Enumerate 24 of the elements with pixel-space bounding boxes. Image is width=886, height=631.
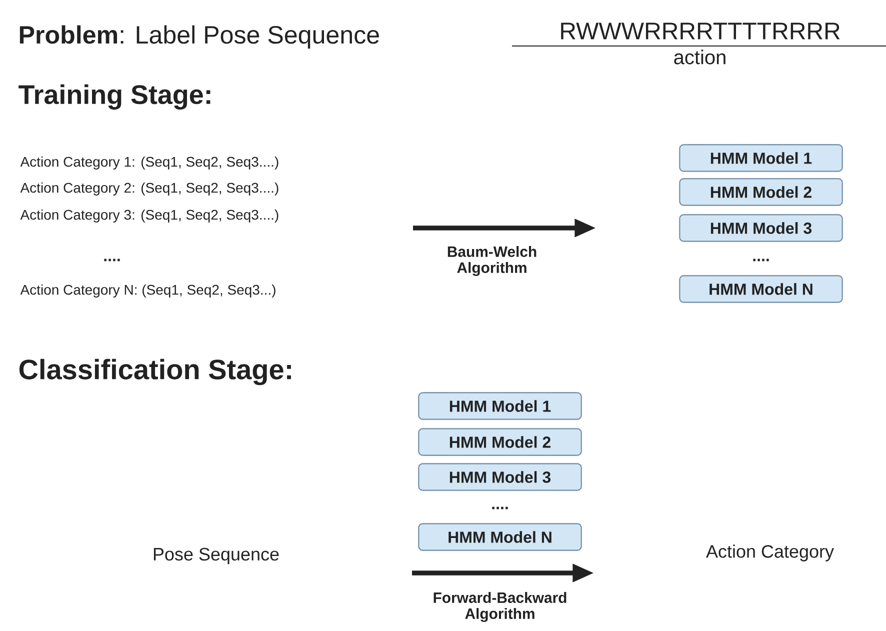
section-heading: Classification Stage: <box>19 358 291 386</box>
category-text: Action Category N: (Seq1, Seq2, Seq3...) <box>20 284 276 298</box>
model-box: HMM Model N <box>418 523 582 551</box>
model-box: HMM Model 2 <box>418 428 582 456</box>
ellipsis-text: .... <box>492 506 508 510</box>
sequence-text: RWWWRRRRTTTTRRRR <box>561 22 840 40</box>
ellipsis-text: .... <box>104 258 120 262</box>
model-box: HMM Model 1 <box>679 144 843 172</box>
model-box: HMM Model 3 <box>679 214 843 242</box>
section-heading: Training Stage: <box>18 84 210 110</box>
model-box: HMM Model N <box>679 275 843 303</box>
model-box: HMM Model 1 <box>418 392 582 420</box>
stage-text: Action Category <box>706 544 834 562</box>
ellipsis-text: .... <box>753 258 769 262</box>
category-text: Action Category 3: (Seq1, Seq2, Seq3....) <box>20 209 278 223</box>
arrow-label: Forward-Backward Algorithm <box>434 592 566 622</box>
category-text: Action Category 2: (Seq1, Seq2, Seq3....) <box>20 182 278 196</box>
category-text: Action Category 1: (Seq1, Seq2, Seq3....) <box>20 156 278 170</box>
title: Problem: Label Pose Sequence <box>20 25 379 49</box>
arrow-label: Baum-Welch Algorithm <box>448 246 536 276</box>
model-box: HMM Model 3 <box>418 463 582 491</box>
model-box: HMM Model 2 <box>679 178 843 206</box>
stage-text: Pose Sequence <box>154 548 279 564</box>
fraction-label: action <box>674 50 726 64</box>
